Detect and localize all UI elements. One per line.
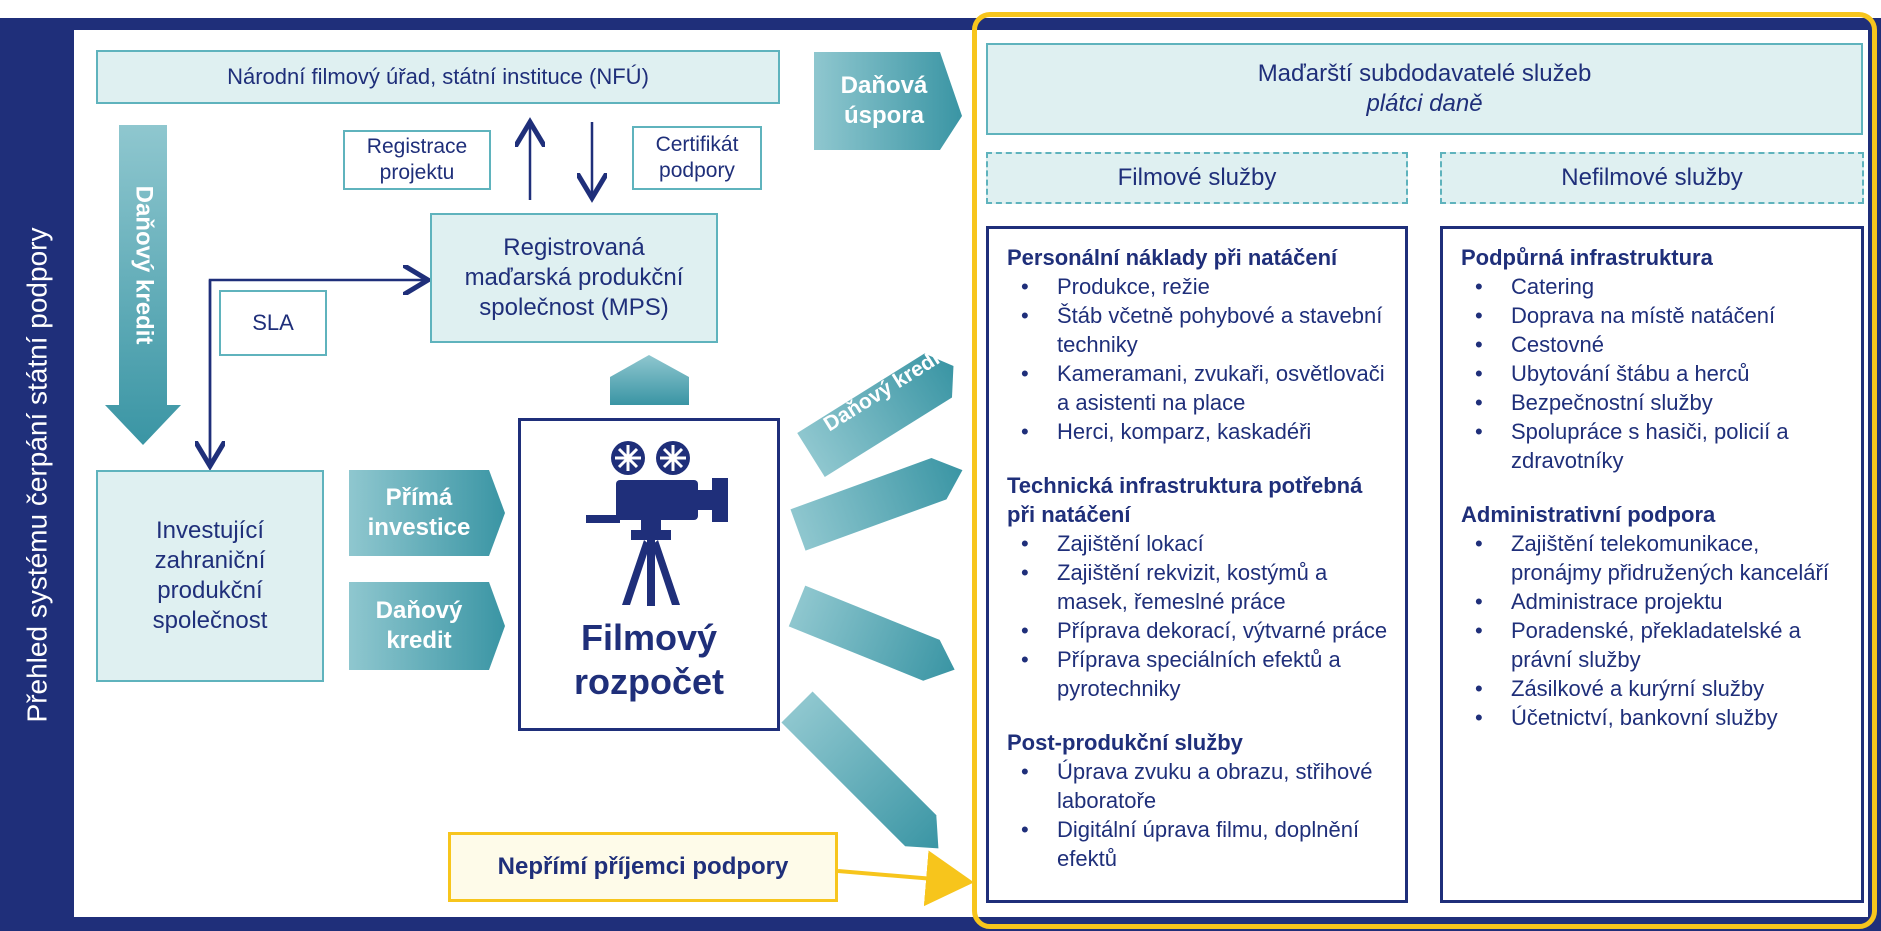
list-item: Zásilkové a kurýrní služby xyxy=(1461,674,1851,703)
list-item: Catering xyxy=(1461,272,1851,301)
list-item: Úprava zvuku a obrazu, střihové laborato… xyxy=(1007,757,1395,815)
section-postproduction: Post-produkční služby Úprava zvuku a obr… xyxy=(1007,728,1395,873)
list-item: Bezpečnostní služby xyxy=(1461,388,1851,417)
list-item: Produkce, režie xyxy=(1007,272,1395,301)
tax-credit-small-label: Daňový kredit xyxy=(375,597,463,654)
subcontractors-header: Maďarští subdodavatelé služeb plátci dan… xyxy=(986,43,1863,135)
list-item: Kameramani, zvukaři, osvětlovači a asist… xyxy=(1007,359,1395,417)
list-item: Administrace projektu xyxy=(1461,587,1851,616)
list-item: Příprava dekorací, výtvarné práce xyxy=(1007,616,1395,645)
mps-box: Registrovaná maďarská produkční společno… xyxy=(430,213,718,343)
section-personal: Personální náklady při natáčení Produkce… xyxy=(1007,243,1395,446)
sla-note: SLA xyxy=(219,290,327,356)
list-item: Štáb včetně pohybové a stavební techniky xyxy=(1007,301,1395,359)
up-pentagon xyxy=(610,355,689,405)
list-item: Spolupráce s hasiči, policií a zdravotní… xyxy=(1461,417,1851,475)
registrace-note: Registrace projektu xyxy=(343,130,491,190)
nonfilm-services-header: Nefilmové služby xyxy=(1440,152,1864,204)
tax-credit-vertical-label: Daňový kredit xyxy=(130,185,157,345)
list-item: Příprava speciálních efektů a pyrotechni… xyxy=(1007,645,1395,703)
indirect-beneficiaries-box: Nepřímí příjemci podpory xyxy=(448,832,838,902)
investujici-box: Investující zahraniční produkční společn… xyxy=(96,470,324,682)
tax-credit-down-arrow xyxy=(105,125,181,445)
list-item: Herci, komparz, kaskadéři xyxy=(1007,417,1395,446)
list-item: Zajištění rekvizit, kostýmů a masek, řem… xyxy=(1007,558,1395,616)
direct-investment-label: Přímá investice xyxy=(367,484,471,541)
list-item: Doprava na místě natáčení xyxy=(1461,301,1851,330)
nfu-box: Národní filmový úřad, státní instituce (… xyxy=(96,50,780,104)
section-technical: Technická infrastruktura potřebná při na… xyxy=(1007,471,1395,703)
film-camera-icon xyxy=(586,441,728,606)
list-item: Zajištění lokací xyxy=(1007,529,1395,558)
certifikat-note: Certifikát podpory xyxy=(632,126,762,190)
nonfilm-services-list: Podpůrná infrastruktura Catering Doprava… xyxy=(1440,226,1864,903)
section-admin: Administrativní podpora Zajištění teleko… xyxy=(1461,500,1851,732)
list-item: Ubytování štábu a herců xyxy=(1461,359,1851,388)
list-item: Digitální úprava filmu, doplnění efektů xyxy=(1007,815,1395,873)
film-services-list: Personální náklady při natáčení Produkce… xyxy=(986,226,1408,903)
tax-saving-arrow xyxy=(814,52,962,150)
list-item: Účetnictví, bankovní služby xyxy=(1461,703,1851,732)
section-support-infra: Podpůrná infrastruktura Catering Doprava… xyxy=(1461,243,1851,475)
film-budget-box xyxy=(518,418,780,731)
film-services-header: Filmové služby xyxy=(986,152,1408,204)
tax-saving-label: Daňová úspora xyxy=(840,72,928,129)
list-item: Zajištění telekomunikace, pronájmy přidr… xyxy=(1461,529,1851,587)
film-budget-label: Filmový rozpočet xyxy=(573,617,724,702)
list-item: Poradenské, překladatelské a právní služ… xyxy=(1461,616,1851,674)
gold-frame xyxy=(972,12,1877,929)
list-item: Cestovné xyxy=(1461,330,1851,359)
